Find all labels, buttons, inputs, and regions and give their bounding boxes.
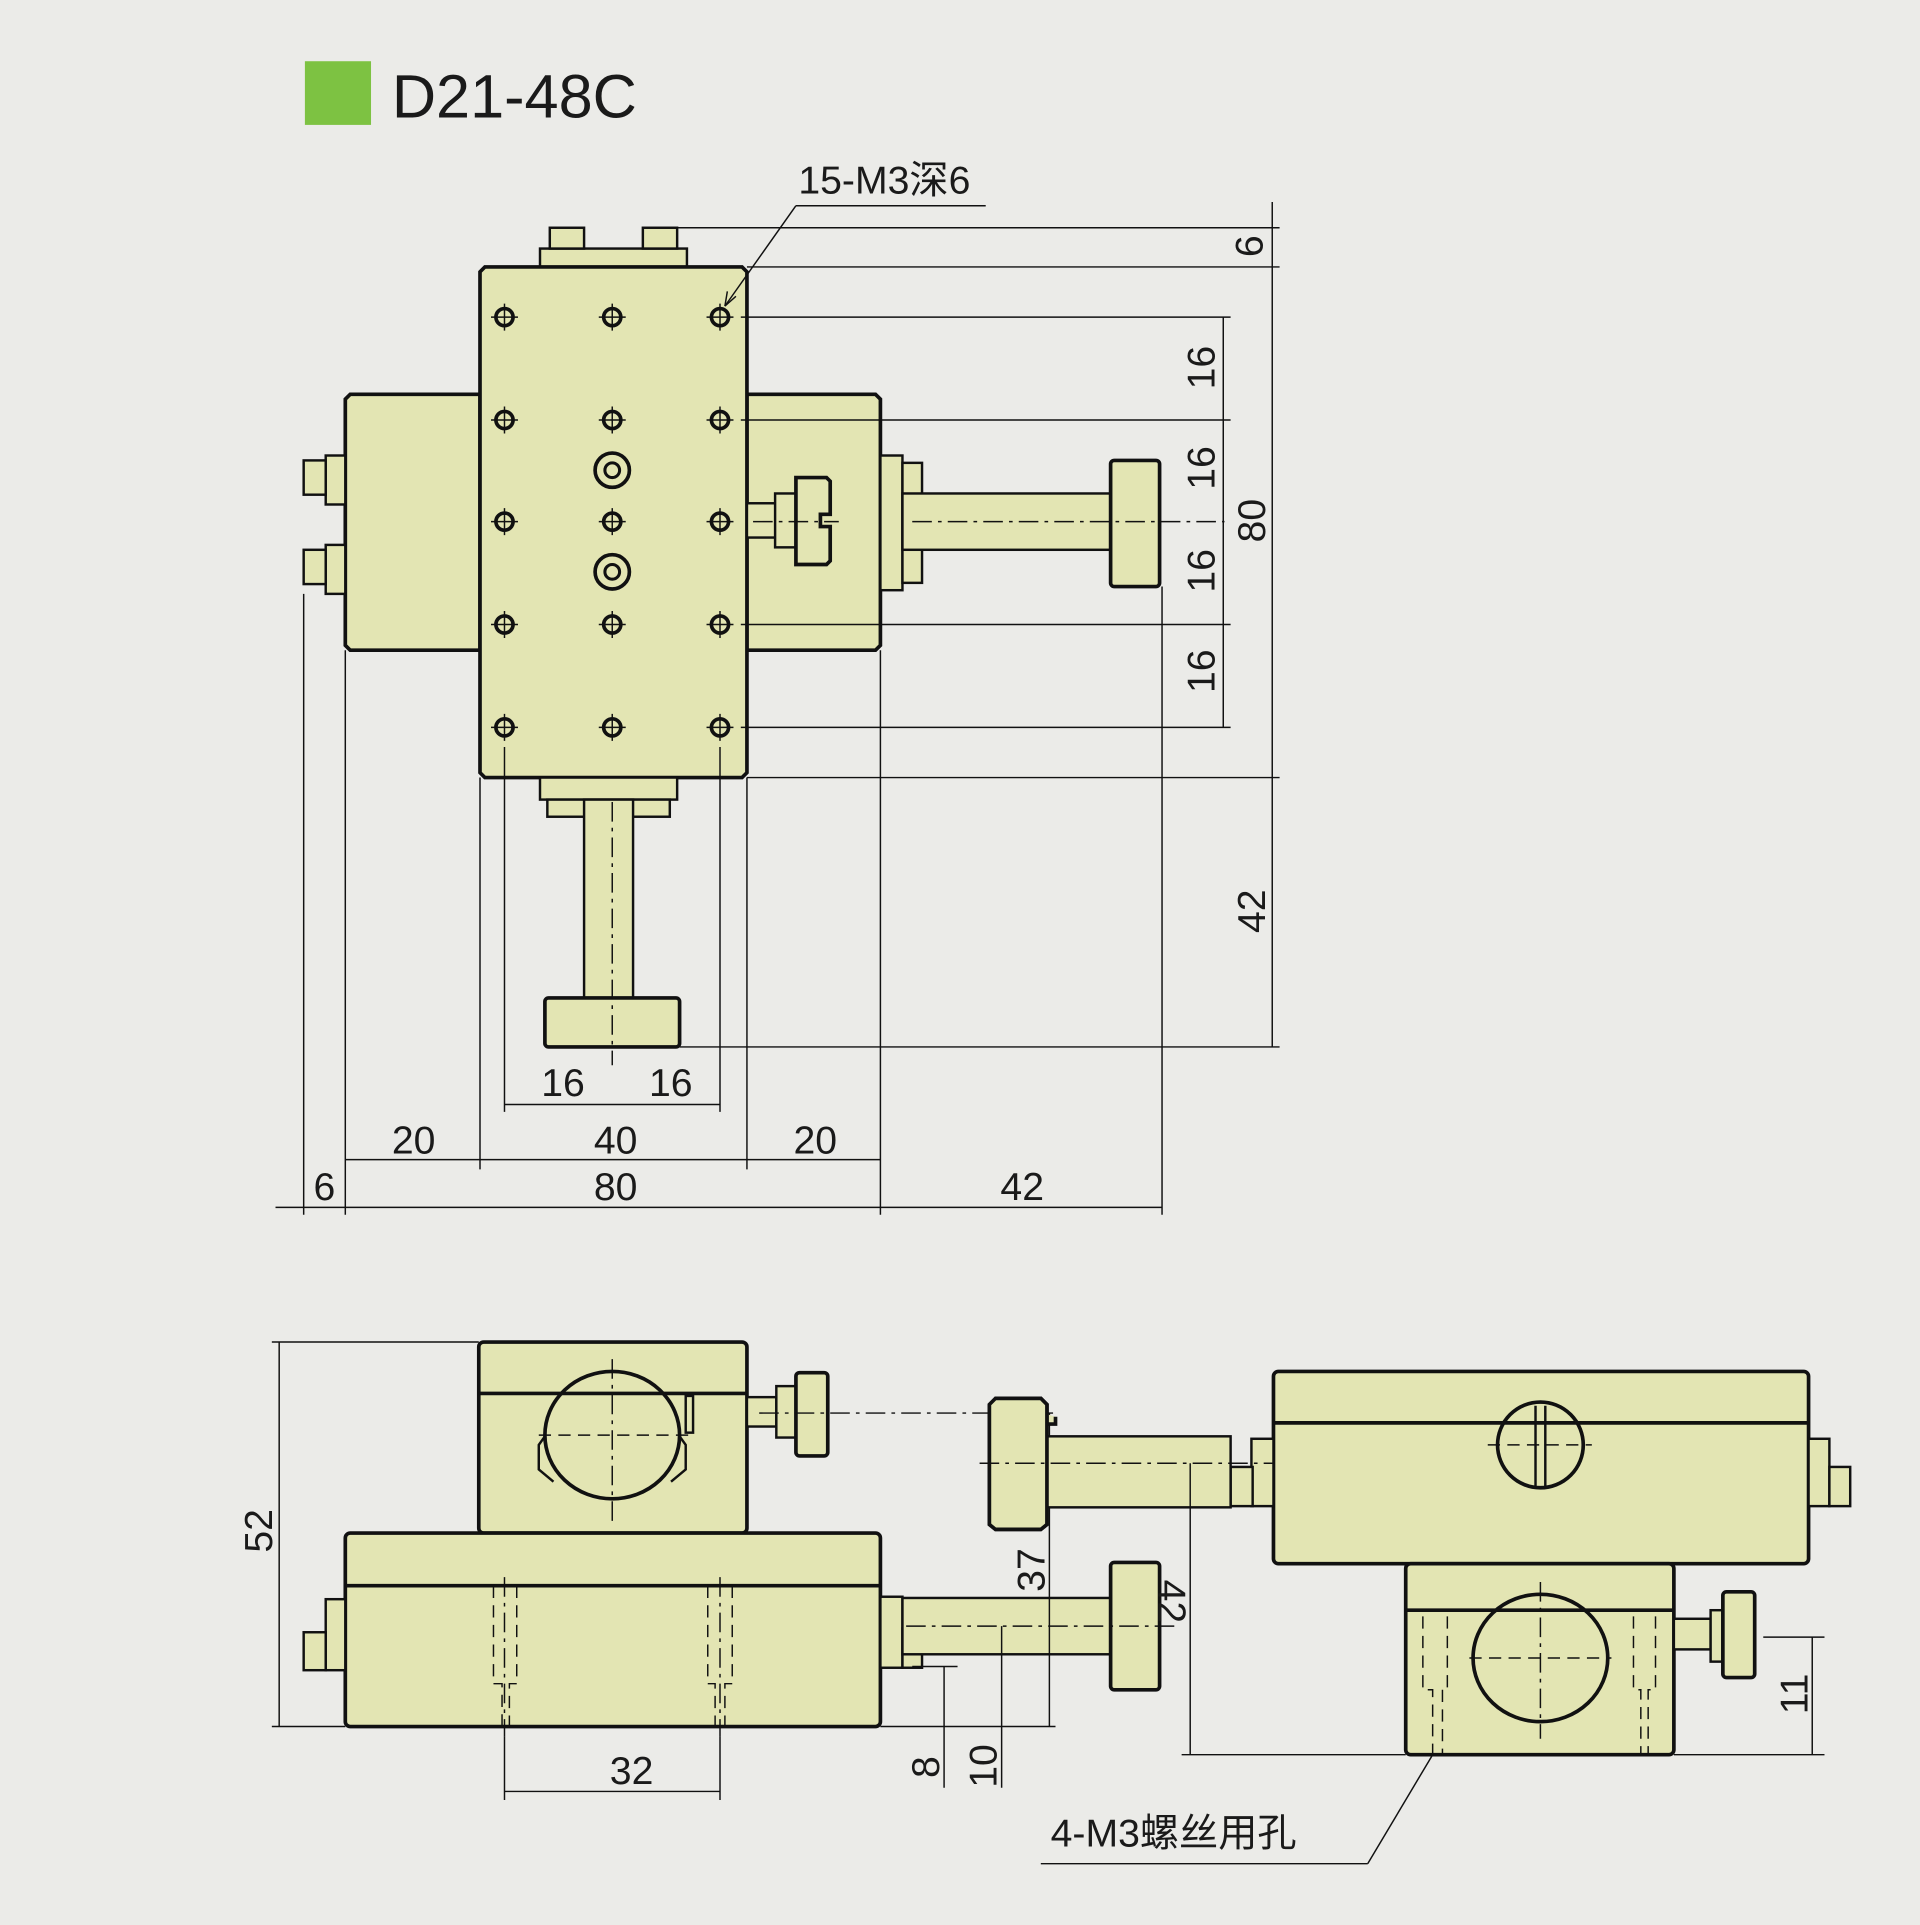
side-knob-shaft — [1045, 1435, 1232, 1509]
dim-10: 10 — [963, 1744, 1006, 1788]
hole-centerline — [706, 303, 734, 331]
hole-centerline — [706, 611, 734, 638]
side-lock-head — [1721, 1590, 1757, 1680]
hole-centerline — [491, 406, 518, 434]
dim-52: 52 — [238, 1509, 281, 1553]
dim-32: 32 — [610, 1750, 654, 1793]
counterbore-screw-1 — [593, 451, 632, 490]
dim-80-vertical: 80 — [1231, 499, 1274, 543]
side-lock-shaft — [1672, 1617, 1712, 1651]
side-left-screw-base — [1250, 1437, 1275, 1508]
note-top-holes: 15-M3深6 — [798, 159, 970, 202]
hole-centerline — [491, 611, 518, 638]
dim-16-left: 16 — [541, 1062, 585, 1105]
title-color-badge — [304, 61, 372, 125]
dim-16-d: 16 — [1181, 649, 1224, 693]
hole-centerline — [598, 406, 626, 434]
dim-16-c: 16 — [1181, 549, 1224, 593]
dim-8: 8 — [905, 1756, 948, 1778]
hole-centerline — [706, 713, 734, 741]
model-title: D21-48C — [392, 63, 637, 131]
lower-stage-block — [343, 1531, 883, 1729]
bottom-knob-base — [538, 776, 679, 801]
top-screw-right — [641, 226, 679, 250]
front-left-screw-base — [324, 1597, 347, 1672]
dim-42-side: 42 — [1149, 1580, 1192, 1624]
top-screw-left — [548, 226, 586, 250]
dim-37: 37 — [1010, 1548, 1053, 1592]
hole-centerline — [706, 406, 734, 434]
hidden-mounting-bolt-2 — [707, 1577, 733, 1737]
note-bottom-holes: 4-M3螺丝用孔 — [1051, 1813, 1297, 1856]
front-knob-base — [879, 1595, 904, 1669]
dim-42-horizontal: 42 — [1000, 1166, 1044, 1209]
right-knob-head — [1108, 458, 1162, 589]
side-view: 42 11 4-M3螺丝用孔 — [979, 1369, 1852, 1865]
dim-16-right: 16 — [649, 1062, 693, 1105]
left-screw-head-2 — [302, 548, 327, 586]
front-view: 52 32 8 10 37 — [238, 1340, 1176, 1800]
dim-top-6: 6 — [1228, 235, 1271, 257]
dim-16-b: 16 — [1181, 446, 1224, 490]
front-lock-head — [794, 1370, 830, 1458]
dim-11: 11 — [1773, 1674, 1816, 1715]
hole-centerline — [598, 611, 626, 638]
gib-screw — [684, 1394, 695, 1434]
hidden-mounting-bolt-1 — [492, 1577, 518, 1737]
lock-screw-head — [794, 475, 833, 567]
hole-centerline — [598, 508, 626, 536]
dim-20-right: 20 — [793, 1119, 837, 1162]
dim-80-horizontal: 80 — [594, 1166, 638, 1209]
dim-40: 40 — [594, 1119, 638, 1162]
bottom-knob-shaft — [582, 798, 635, 1003]
left-block — [343, 392, 482, 653]
dim-42-vertical: 42 — [1231, 889, 1274, 933]
lock-screw-shaft — [745, 502, 779, 539]
hole-centerline — [598, 303, 626, 331]
hole-centerline — [491, 303, 518, 331]
hole-centerline — [491, 508, 518, 536]
counterbore-screw-2 — [593, 552, 632, 591]
dim-16-a: 16 — [1181, 346, 1224, 390]
hole-centerline — [491, 713, 518, 741]
side-left-screw-head — [1229, 1465, 1254, 1508]
dim-20-left: 20 — [392, 1119, 436, 1162]
dim-6: 6 — [313, 1166, 335, 1209]
top-view: 15-M3深6 6 16 16 16 16 80 42 16 16 — [275, 159, 1280, 1215]
front-lock-collar — [775, 1384, 798, 1439]
front-lock-shaft — [745, 1395, 778, 1428]
left-screw-base-2 — [324, 543, 347, 596]
side-right-screw-base — [1807, 1437, 1831, 1508]
left-screw-head-1 — [302, 459, 327, 496]
side-right-screw-head — [1828, 1465, 1852, 1508]
mounting-holes — [491, 303, 734, 741]
left-screw-base-1 — [324, 454, 347, 506]
hole-centerline — [706, 508, 734, 536]
front-left-screw-head — [302, 1631, 327, 1672]
hole-centerline — [598, 713, 626, 741]
right-knob-base — [879, 454, 904, 592]
right-knob-shaft — [901, 492, 1112, 552]
